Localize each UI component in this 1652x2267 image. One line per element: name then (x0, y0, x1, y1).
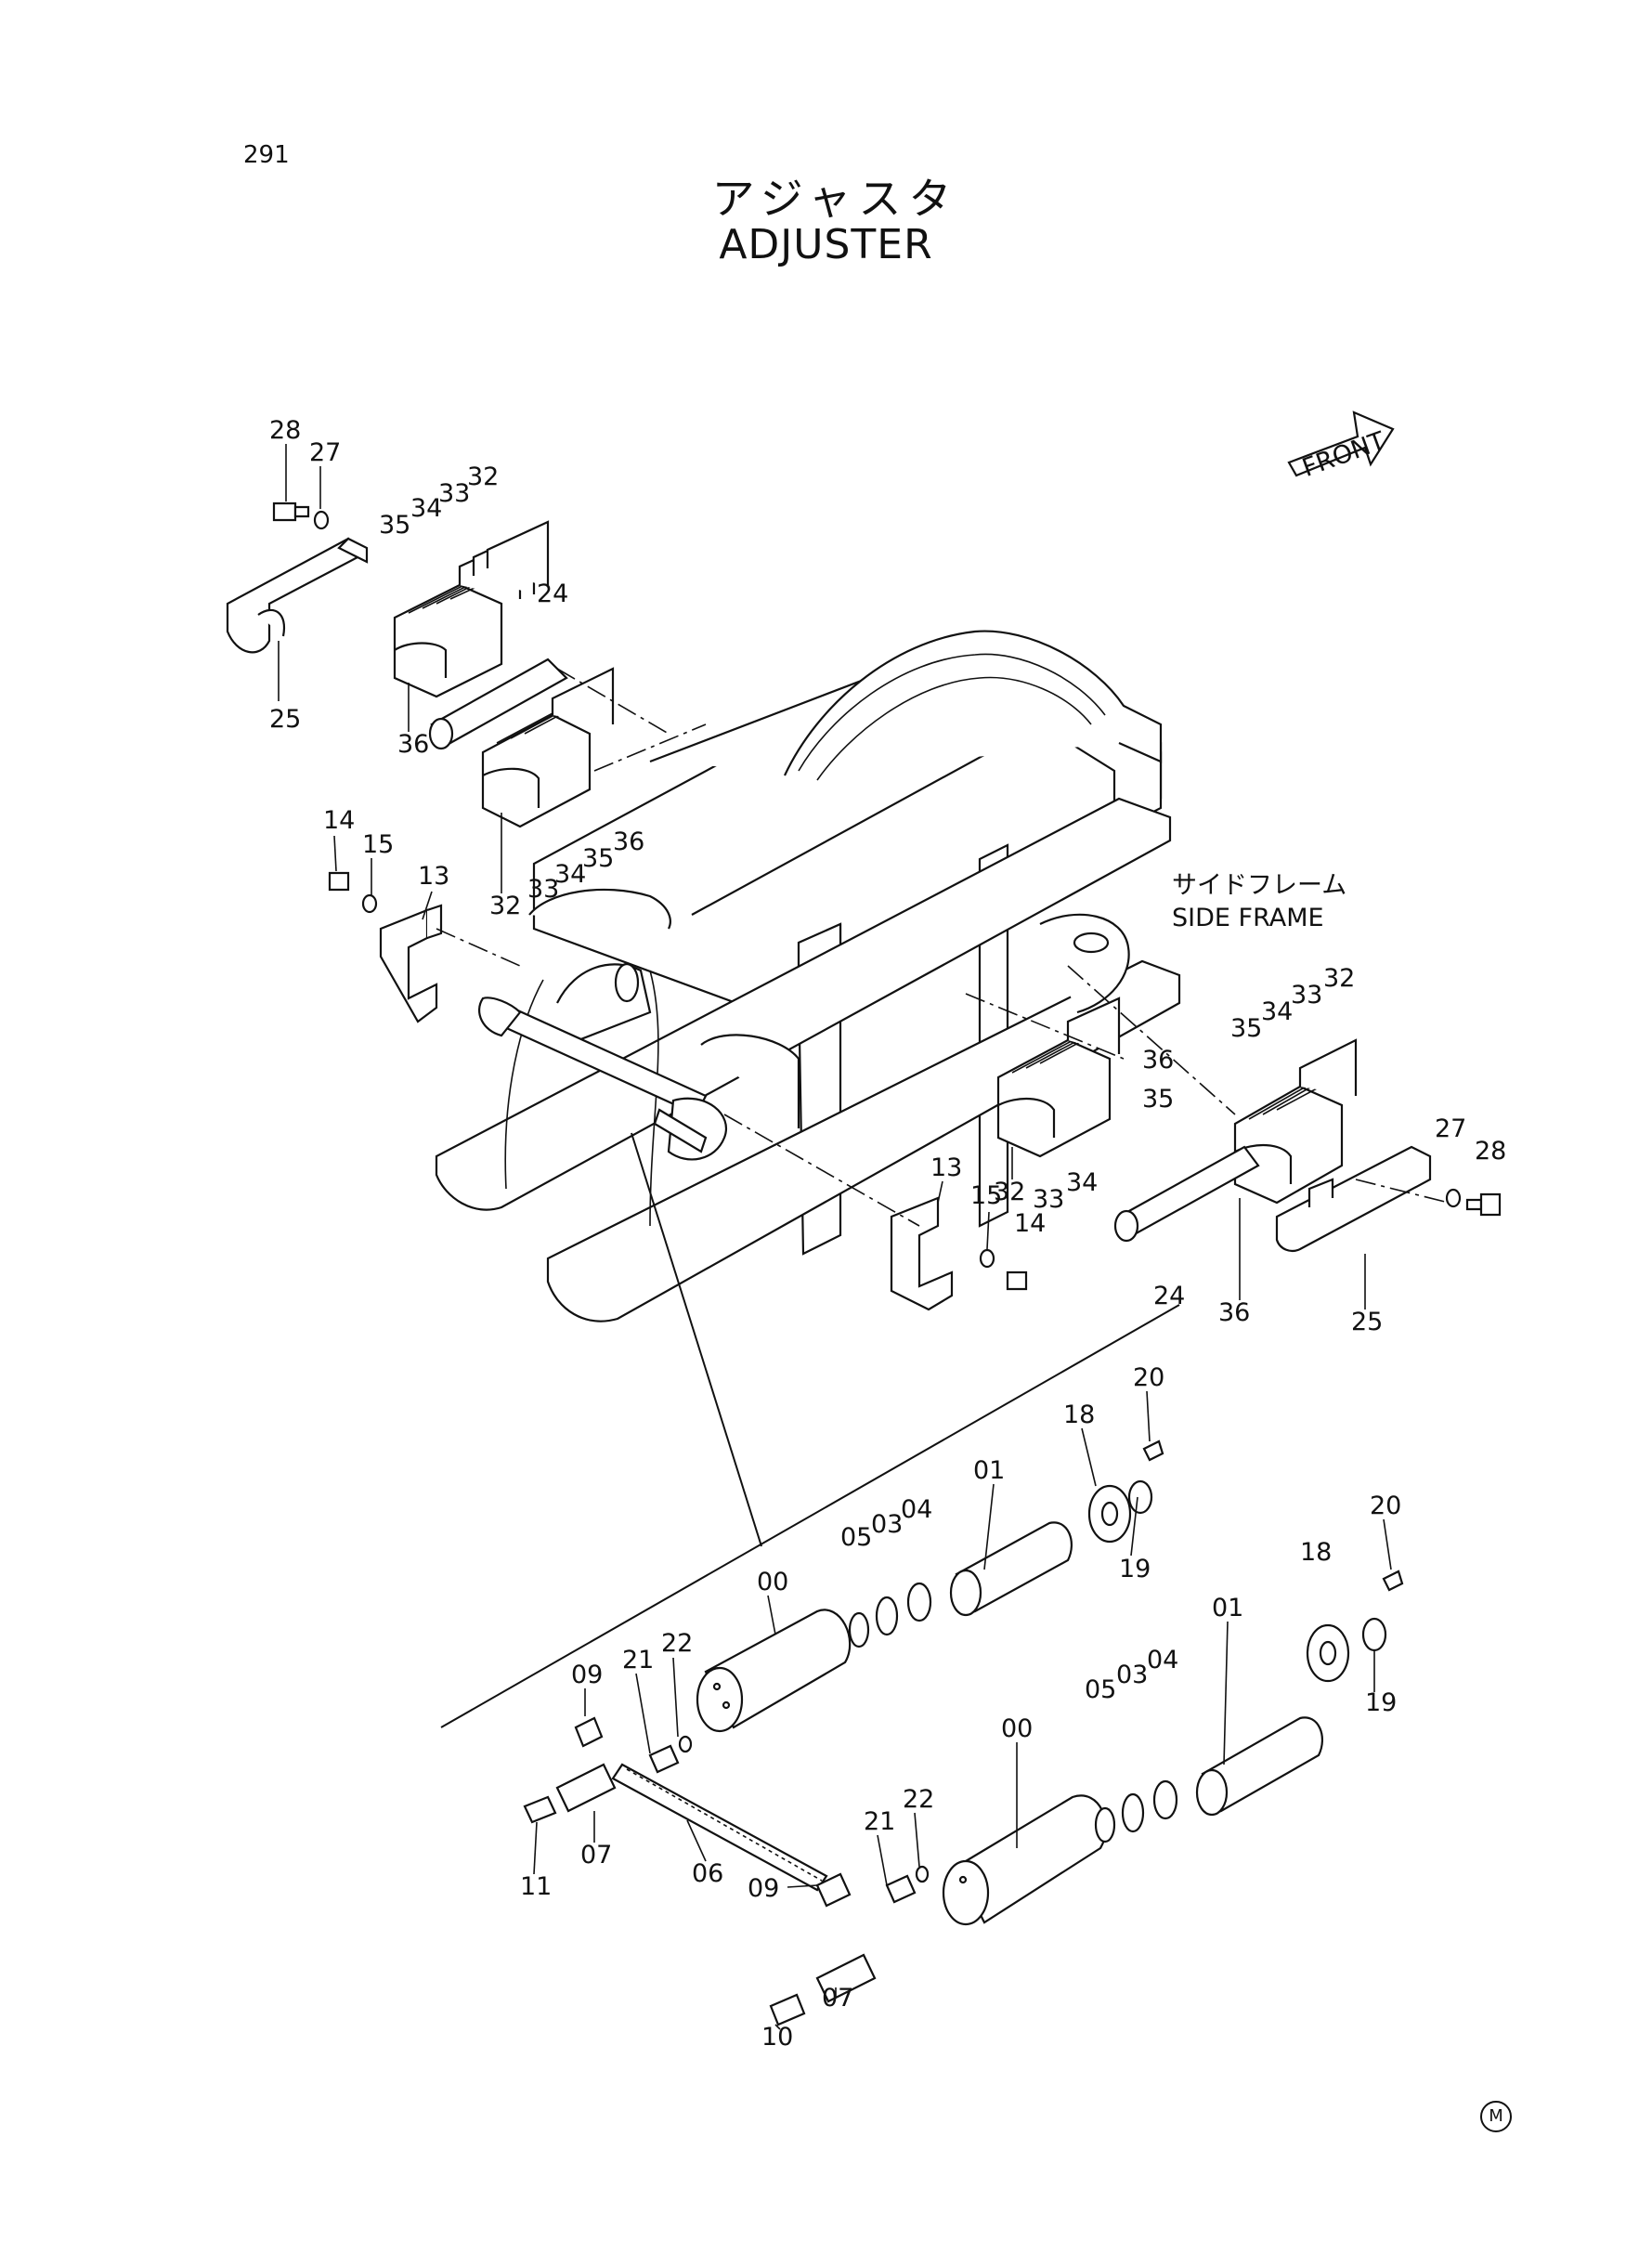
front-label: FRONT (1298, 426, 1389, 483)
callout-numbers: 28 27 35 34 33 32 24 25 36 32 33 34 35 3… (269, 416, 1506, 2052)
callout: 19 (1365, 1688, 1397, 1717)
callout: 20 (1370, 1492, 1401, 1520)
lower-adjuster-assembly (885, 1570, 1404, 1926)
right-shim-pack-outer (1233, 1038, 1358, 1205)
callout: 33 (1033, 1185, 1064, 1214)
callout: 35 (1230, 1014, 1262, 1043)
callout: 07 (822, 1984, 853, 2013)
callout: 09 (571, 1661, 603, 1689)
alignment-lines (436, 668, 1450, 1227)
leader-lines (278, 444, 1392, 2030)
detail-separator (440, 1132, 1180, 1728)
callout: 09 (748, 1874, 779, 1903)
callout: 36 (1142, 1046, 1174, 1075)
grease-hose-06 (611, 1763, 828, 1892)
callout: 34 (410, 494, 442, 523)
callout: 00 (757, 1568, 788, 1596)
title-english: ADJUSTER (719, 221, 933, 268)
callout: 20 (1133, 1363, 1164, 1392)
callout: 14 (323, 806, 355, 835)
callout: 32 (489, 892, 521, 920)
callout: 18 (1300, 1538, 1332, 1567)
page-number: 291 (243, 141, 290, 169)
callout: 19 (1119, 1555, 1151, 1583)
upper-shim-pack-right (481, 667, 615, 828)
callout: 27 (1435, 1114, 1466, 1143)
callout: 21 (622, 1646, 654, 1674)
callout: 21 (864, 1807, 895, 1836)
callout: 36 (397, 730, 429, 759)
callout: 33 (438, 479, 470, 508)
corner-mark: M (1480, 2101, 1512, 2132)
callout: 13 (418, 862, 449, 891)
callout: 35 (582, 844, 614, 873)
side-frame-label-jp: サイドフレーム (1172, 871, 1346, 900)
right-bracket-25 (1275, 1145, 1432, 1253)
callout: 06 (692, 1859, 723, 1888)
upper-bracket-13 (328, 871, 443, 1023)
callout: 36 (613, 827, 644, 856)
callout: 35 (1142, 1085, 1174, 1114)
callout: 05 (840, 1523, 872, 1552)
callout: 32 (467, 463, 499, 491)
upper-adjuster-assembly (648, 1440, 1164, 1774)
callout: 03 (871, 1510, 903, 1539)
callout: 27 (309, 438, 341, 467)
callout: 25 (1351, 1308, 1383, 1336)
callout: 11 (520, 1872, 552, 1901)
side-frame-body (435, 630, 1181, 1322)
callout: 07 (580, 1841, 612, 1870)
fittings (523, 1716, 877, 2026)
callout: 32 (994, 1178, 1025, 1206)
callout: 05 (1085, 1675, 1116, 1704)
callout: 34 (554, 860, 586, 889)
callout: 34 (1261, 997, 1293, 1026)
callout: 18 (1063, 1401, 1095, 1429)
callout: 04 (901, 1495, 932, 1524)
callout: 13 (930, 1153, 962, 1182)
callout: 33 (527, 875, 559, 904)
lower-bracket-13 (890, 1196, 1028, 1311)
upper-bracket-25 (226, 537, 369, 654)
frame-adjuster-rod (477, 997, 727, 1161)
callout: 22 (903, 1785, 934, 1814)
front-arrow-icon: FRONT (1287, 410, 1395, 483)
callout: 36 (1218, 1298, 1250, 1327)
callout: 04 (1147, 1646, 1178, 1674)
title-japanese: アジャスタ (711, 174, 959, 224)
callout: 14 (1014, 1209, 1046, 1238)
callout: 00 (1001, 1714, 1033, 1743)
callout: 24 (537, 580, 568, 608)
callout: 34 (1066, 1168, 1098, 1197)
right-pin-24 (1113, 1145, 1260, 1243)
upper-pin-24 (428, 658, 568, 750)
callout: 32 (1323, 964, 1355, 993)
callout: 35 (379, 511, 410, 540)
callout: 15 (362, 830, 394, 859)
callout: 33 (1291, 981, 1322, 1010)
callout: 15 (970, 1181, 1002, 1210)
callout: 22 (661, 1629, 693, 1658)
upper-bolt-washer (272, 502, 330, 530)
callout: 01 (1212, 1594, 1243, 1622)
callout: 28 (269, 416, 301, 445)
callout: 01 (973, 1456, 1005, 1485)
right-shim-pack-inner (996, 997, 1121, 1158)
right-bolt-washer (1445, 1188, 1502, 1217)
callout: 03 (1116, 1661, 1148, 1689)
callout: 28 (1475, 1137, 1506, 1166)
side-frame-label-en: SIDE FRAME (1172, 904, 1324, 932)
callout: 25 (269, 705, 301, 734)
callout: 24 (1153, 1282, 1185, 1310)
upper-shim-pack-left (393, 520, 550, 698)
